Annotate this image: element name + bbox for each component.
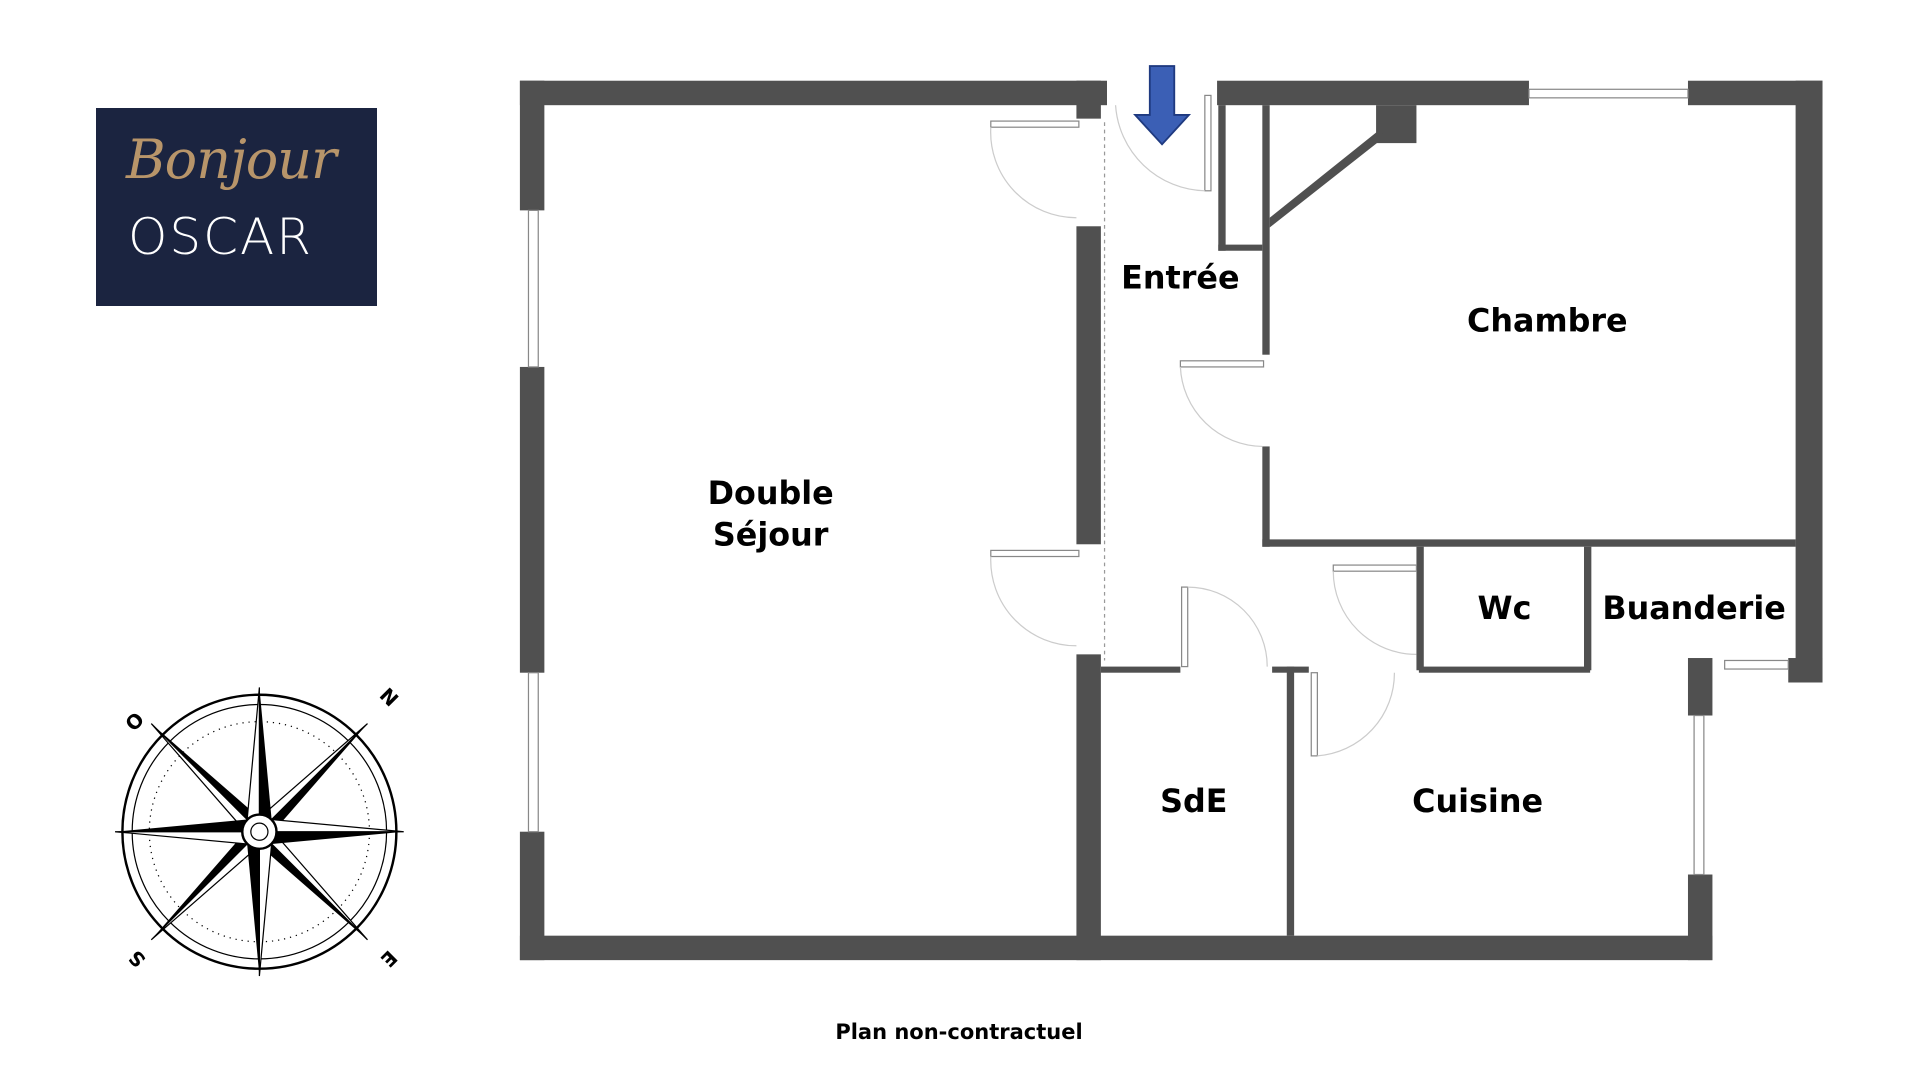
logo-script-text: Bonjour <box>126 128 337 191</box>
compass-o: O <box>121 708 149 736</box>
walls <box>519 80 1823 961</box>
logo-wordmark: OSCAR <box>128 208 313 266</box>
bonjour-oscar-logo: Bonjour OSCAR <box>96 108 377 306</box>
room-label-double: Double <box>708 475 834 512</box>
footer-disclaimer: Plan non-contractuel <box>0 1020 1918 1044</box>
room-label-wc: Wc <box>1478 590 1532 627</box>
entry-arrow-icon <box>1133 65 1192 146</box>
compass-s: S <box>124 946 150 972</box>
footer-text: Plan non-contractuel <box>835 1020 1083 1044</box>
compass-rose-icon: N E S O <box>115 684 404 977</box>
room-label-chambre: Chambre <box>1467 302 1628 339</box>
room-label-sde: SdE <box>1160 783 1227 820</box>
room-label-buanderie: Buanderie <box>1602 590 1785 627</box>
room-label-sejour: Séjour <box>713 517 829 554</box>
windows <box>527 88 1789 876</box>
doors <box>990 94 1418 757</box>
compass-e: E <box>376 946 402 972</box>
room-label-entree: Entrée <box>1121 260 1239 297</box>
compass-n: N <box>375 684 403 712</box>
room-label-cuisine: Cuisine <box>1412 783 1543 820</box>
